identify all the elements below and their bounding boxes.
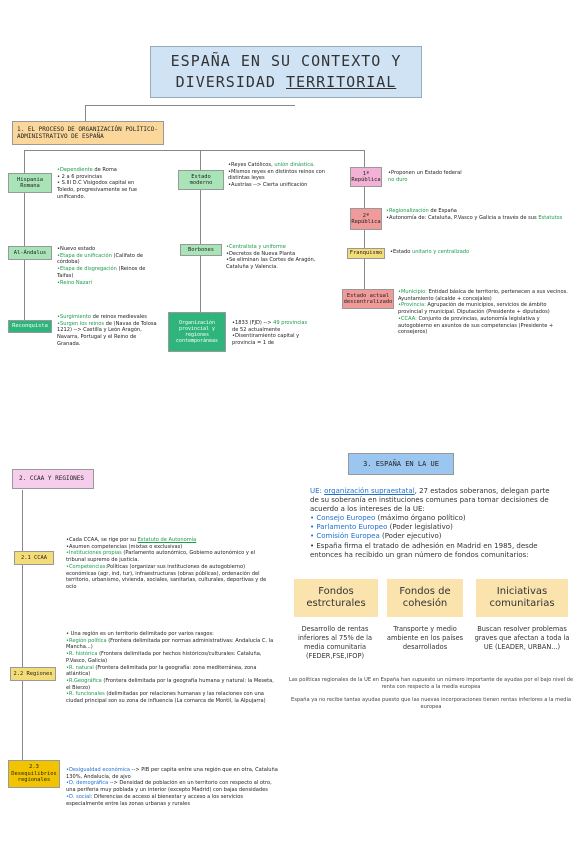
list-item: •Desigualdad económica --> PIB per capit… <box>66 767 278 780</box>
iniciativas-box: Iniciativas comunitarias <box>476 579 568 617</box>
list-item: •R.Geográfica (Frontera delimitada por l… <box>66 678 274 691</box>
eu-intro: UE: organización supraestatal, 27 estado… <box>310 487 550 560</box>
list-item: •Competencias:Políticas (organizar sus i… <box>66 563 267 591</box>
section-1-heading: 1. EL PROCESO DE ORGANIZACIÓN POLÍTICO-A… <box>12 121 164 145</box>
list-item: no duro <box>388 176 408 183</box>
list-item: • Parlamento Europeo (Poder legislativo) <box>310 523 453 532</box>
list-item: • 2 a 6 provincias <box>57 173 103 180</box>
list-item: •Nuevo estado <box>57 246 96 252</box>
list-item: •Regionalización de España <box>386 208 457 214</box>
list-item: •Cada CCAA, se rige por su Estatuto de A… <box>66 537 197 543</box>
list-item: • Comisión Europea (Poder ejecutivo) <box>310 532 442 541</box>
contemp-items: •1833 (FJD) --> 49 provincias de 52 actu… <box>232 320 312 347</box>
hispania-label: Hispania Romana <box>8 173 52 193</box>
alandalus-items: •Nuevo estado •Etapa de unificación (Cal… <box>57 246 157 286</box>
list-item: •Instituciones propias (Parlamento auton… <box>66 550 256 564</box>
list-item: •Surgen los reinos de (Navas de Tolosa 1… <box>57 320 157 347</box>
list-item: • Una región es un territorio delimitado… <box>66 631 214 637</box>
ccaa-label: 2.1 CCAA <box>14 551 54 565</box>
moderno-label: Estado moderno <box>178 170 224 190</box>
section-2-heading: 2. CCAA Y REGIONES <box>12 469 94 489</box>
list-item: •Decretos de Nueva Planta <box>226 250 296 257</box>
desequilibrios-items: •Desigualdad económica --> PIB per capit… <box>66 767 278 807</box>
list-item: •Surgimiento de reinos medievales <box>57 314 147 320</box>
hispania-items: •Dependiente de Roma • 2 a 6 provincias … <box>57 167 152 201</box>
connector <box>85 105 86 123</box>
list-item: •Etapa de disgregación (Reinos de Taifas… <box>57 266 146 279</box>
ccaa-items: •Cada CCAA, se rige por su Estatuto de A… <box>66 537 276 591</box>
regiones-items: • Una región es un territorio delimitado… <box>66 631 280 705</box>
list-item: •Proponen un Estado federal <box>388 170 462 176</box>
actual-items: •Municipio: Entidad básica de territorio… <box>398 289 572 336</box>
rep1-items: •Proponen un Estado federal no duro <box>388 170 488 183</box>
title-line-1: ESPAÑA EN SU CONTEXTO Y <box>170 52 402 70</box>
fondos-cohesion-desc: Transporte y medio ambiente en los paíse… <box>386 625 464 651</box>
regiones-label: 2.2 Regiones <box>10 667 56 681</box>
actual-label: Estado actual descentralizado <box>342 289 394 309</box>
title-line-2: DIVERSIDAD TERRITORIAL <box>151 72 421 93</box>
list-item: •Reino Nazarí <box>57 279 93 286</box>
connector <box>24 150 25 325</box>
connector <box>200 150 201 320</box>
fondos-estructurales-box: Fondos estrcturales <box>294 579 378 617</box>
list-item: •Municipio: Entidad básica de territorio… <box>398 289 568 302</box>
list-item: •R. histórica (Frontera delimitada por h… <box>66 651 262 664</box>
franquismo-label: Franquismo <box>347 248 385 259</box>
list-item: •Reyes Católicos, unión dinástica. <box>228 162 315 168</box>
eu-paragraph: UE: organización supraestatal, 27 estado… <box>310 487 550 514</box>
list-item: • España firma el tratado de adhesión en… <box>310 541 538 559</box>
moderno-items: •Reyes Católicos, unión dinástica. •Mism… <box>228 162 338 189</box>
rep2-label: 2ª República <box>350 208 382 230</box>
list-item: •Dependiente de Roma <box>57 167 117 173</box>
list-item: •Etapa de unificación (Califato de córdo… <box>57 252 144 266</box>
desequilibrios-label: 2.3 Desequilibrios regionales <box>8 760 60 788</box>
rep1-label: 1ª República <box>350 167 382 187</box>
connector <box>22 490 23 775</box>
title-line-2b: TERRITORIAL <box>286 73 397 91</box>
list-item: •CCAA: Conjunto de provincias, autonomía… <box>398 315 554 336</box>
eu-note-2: España ya no recibe tantas ayudas puesto… <box>291 697 571 710</box>
list-item: •D. social: Diferencias de acceso al bie… <box>66 793 243 807</box>
list-item: •Estado unitario y centralizado <box>390 249 470 255</box>
list-item: •Provincia: Agrupación de municipios, se… <box>398 302 550 316</box>
franquismo-items: •Estado unitario y centralizado <box>390 249 490 256</box>
rep2-items: •Regionalización de España •Autonomía de… <box>386 208 566 221</box>
list-item: •1833 (FJD) --> 49 provincias de 52 actu… <box>232 320 308 333</box>
list-item: •Austrias --> Cierta unificación <box>228 182 308 189</box>
list-item: •Región política (Frontera delimitada po… <box>66 637 274 651</box>
list-item: •Asumen competencias (mixtas o exclusiva… <box>66 543 183 550</box>
reconquista-items: •Surgimiento de reinos medievales •Surge… <box>57 314 157 348</box>
iniciativas-desc: Buscan resolver problemas graves que afe… <box>474 625 570 651</box>
page-title: ESPAÑA EN SU CONTEXTO Y DIVERSIDAD TERRI… <box>150 46 422 98</box>
list-item: •R. natural (Frontera delimitada por la … <box>66 664 257 678</box>
eu-note-1: Las políticas regionales de la UE en Esp… <box>288 677 574 690</box>
connector <box>24 150 364 151</box>
borbones-label: Borbones <box>180 244 222 256</box>
section-3-heading: 3. ESPAÑA EN LA UE <box>348 453 454 475</box>
list-item: •Se eliminan las Cortes de Aragón, Catal… <box>226 257 316 271</box>
list-item: • Consejo Europeo (máximo órgano polític… <box>310 514 466 523</box>
title-line-2a: DIVERSIDAD <box>175 73 286 91</box>
fondos-cohesion-box: Fondos de cohesión <box>387 579 463 617</box>
list-item: •Centralista y uniforme <box>226 244 286 250</box>
reconquista-label: Reconquista <box>8 320 52 333</box>
list-item: • S.III D.C Visigodos capital en Toledo,… <box>57 180 138 200</box>
list-item: •Mismos reyes en distintos reinos con di… <box>228 168 325 182</box>
connector <box>85 105 295 106</box>
contemp-label: Organización provincial y regiones conte… <box>168 312 226 352</box>
list-item: •Disentiramiento capital y provincia = 1… <box>232 333 300 347</box>
borbones-items: •Centralista y uniforme •Decretos de Nue… <box>226 244 318 271</box>
list-item: •R. funcionales (delimitadas por relacio… <box>66 691 266 705</box>
list-item: •D. demográfica --> Densidad de població… <box>66 780 272 794</box>
fondos-estructurales-desc: Desarrollo de rentas inferiores al 75% d… <box>297 625 373 660</box>
list-item: •Autonomía de: Cataluña, P.Vasco y Galic… <box>386 214 563 221</box>
alandalus-label: Al-Ándalus <box>8 246 52 260</box>
